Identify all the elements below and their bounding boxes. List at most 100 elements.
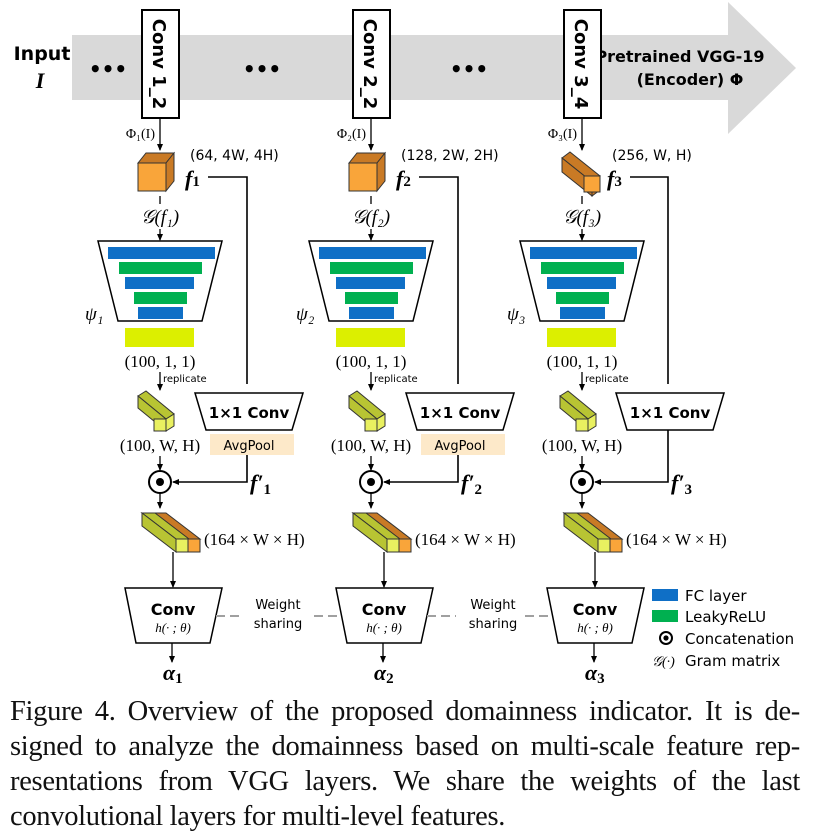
branch-2: Conv 2_2Φ₂(I)(128, 2W, 2H)f2𝒢(f₂)ψ₂(100,… xyxy=(296,9,516,687)
fc-layer-bar xyxy=(125,277,194,289)
weight-sharing-label-1b: sharing xyxy=(254,617,302,632)
conv1x1-block xyxy=(614,392,726,431)
ellipsis-1: ••• xyxy=(89,57,127,81)
vgg-conv-layer-label: Conv 1_2 xyxy=(148,19,169,109)
style-vector-bar xyxy=(336,328,405,347)
shared-conv-block xyxy=(124,587,223,644)
shared-conv-block xyxy=(335,587,434,644)
gram-matrix-label: 𝒢(f₂) xyxy=(352,207,390,228)
feature-map-icon xyxy=(561,151,601,198)
input-label: Input xyxy=(14,43,71,65)
legend: FC layer LeakyReLU Concatenation 𝒢(·) Gr… xyxy=(652,587,794,670)
vgg-conv-layer-label: Conv 3_4 xyxy=(570,19,591,109)
fc-layer-bar xyxy=(547,277,616,289)
shared-conv-title: Conv xyxy=(151,600,196,619)
feature-label: f3 xyxy=(607,166,622,191)
legend-fc-label: FC layer xyxy=(685,587,747,605)
replicated-shape-label: (100, W, H) xyxy=(542,436,622,455)
conv1x1-block xyxy=(404,392,516,431)
shared-conv-func: h(· ; θ) xyxy=(366,620,402,635)
legend-gram-label: Gram matrix xyxy=(685,652,780,670)
feature-prime-label: f′1 xyxy=(250,470,271,498)
replicated-shape-label: (100, W, H) xyxy=(331,436,411,455)
leaky-relu-bar xyxy=(541,262,624,274)
figure-caption: Figure 4. Overview of the proposed domai… xyxy=(10,694,800,834)
legend-concat-label: Concatenation xyxy=(685,630,794,648)
legend-leaky-swatch xyxy=(652,610,678,622)
fc-layer-bar xyxy=(319,247,426,259)
feature-prime-label: f′3 xyxy=(671,470,692,498)
conv1x1-label: 1×1 Conv xyxy=(630,404,711,422)
avgpool-block xyxy=(421,434,505,455)
concat-icon xyxy=(148,470,172,494)
fc-layer-bar xyxy=(108,247,215,259)
psi-label: ψ₁ xyxy=(85,304,103,325)
vector-shape-label: (100, 1, 1) xyxy=(125,352,196,371)
weight-sharing-label-1a: Weight xyxy=(255,598,300,613)
encoder-arrow xyxy=(72,2,796,134)
alpha-output-label: α1 xyxy=(163,660,183,687)
ellipsis-2: ••• xyxy=(243,57,281,81)
conv1x1-block xyxy=(193,392,305,431)
conv1x1-label: 1×1 Conv xyxy=(420,404,501,422)
gram-matrix-label: 𝒢(f₃) xyxy=(563,207,601,228)
gram-matrix-label: 𝒢(f₁) xyxy=(141,207,179,228)
feature-map-icon xyxy=(347,151,387,193)
concatenated-feature-icon xyxy=(351,511,413,554)
input-symbol: I xyxy=(35,68,46,93)
leaky-relu-bar xyxy=(134,292,187,304)
phi-label: Φ₃(I) xyxy=(548,127,577,142)
alpha-output-label: α3 xyxy=(585,660,605,687)
branch-1: Conv 1_2Φ₁(I) (64, 4W, 4H) f1𝒢(f₁) ψ₁ (100, … xyxy=(85,9,305,687)
vector-shape-label: (100, 1, 1) xyxy=(336,352,407,371)
feature-shape-label: (128, 2W, 2H) xyxy=(401,148,499,164)
caption-line-2: signed to analyze the domainness based o… xyxy=(10,731,800,762)
fc-layer-bar xyxy=(349,307,394,319)
encoder-title-line2: (Encoder) Φ xyxy=(637,70,744,89)
fc-layer-bar xyxy=(138,307,183,319)
fc-layer-bar xyxy=(530,247,637,259)
concat-shape-label: (164 × W × H) xyxy=(204,530,305,549)
caption-line-1: Figure 4. Overview of the proposed domai… xyxy=(10,696,800,727)
avgpool-label: AvgPool xyxy=(224,439,275,454)
encoder-title-line1: Pretrained VGG-19 xyxy=(595,47,764,66)
shared-conv-title: Conv xyxy=(573,600,618,619)
leaky-relu-bar xyxy=(119,262,202,274)
vgg-conv-layer-box xyxy=(352,9,391,119)
concat-shape-label: (164 × W × H) xyxy=(626,530,727,549)
shared-conv-func: h(· ; θ) xyxy=(155,620,191,635)
feature-shape-label: (64, 4W, 4H) xyxy=(190,148,279,164)
feature-shape-label: (256, W, H) xyxy=(612,148,692,164)
replicated-shape-label: (100, W, H) xyxy=(120,436,200,455)
fc-layer-bar xyxy=(560,307,605,319)
replicated-feature-icon xyxy=(559,390,597,433)
branch-3: Conv 3_4Φ₃(I) (256, W, H) f3𝒢(f₃) ψ₃ (100, 1… xyxy=(507,9,727,687)
alpha-output-label: α2 xyxy=(374,660,394,687)
ellipsis-3: ••• xyxy=(450,57,488,81)
gram-icon: 𝒢(·) xyxy=(652,655,675,670)
leaky-relu-bar xyxy=(330,262,413,274)
vgg-conv-layer-box xyxy=(563,9,602,119)
style-vector-bar xyxy=(547,328,616,347)
psi-label: ψ₃ xyxy=(507,304,525,325)
replicate-label: replicate xyxy=(163,374,207,385)
legend-fc-swatch xyxy=(652,589,678,601)
replicate-label: replicate xyxy=(585,374,629,385)
legend-leaky-label: LeakyReLU xyxy=(685,608,766,626)
vgg-conv-layer-label: Conv 2_2 xyxy=(359,19,380,109)
shared-conv-title: Conv xyxy=(362,600,407,619)
phi-label: Φ₂(I) xyxy=(337,127,366,142)
concat-icon xyxy=(570,470,594,494)
concatenated-feature-icon xyxy=(140,511,202,554)
replicated-feature-icon xyxy=(137,390,175,433)
concat-shape-label: (164 × W × H) xyxy=(415,530,516,549)
feature-label: f1 xyxy=(185,166,200,191)
replicated-feature-icon xyxy=(348,390,386,433)
avgpool-label: AvgPool xyxy=(435,439,486,454)
phi-label: Φ₁(I) xyxy=(126,127,155,142)
vgg-conv-layer-box xyxy=(141,9,180,119)
shared-conv-block xyxy=(546,587,645,644)
vector-shape-label: (100, 1, 1) xyxy=(547,352,618,371)
psi-label: ψ₂ xyxy=(296,304,315,325)
weight-sharing-label-2a: Weight xyxy=(470,598,515,613)
